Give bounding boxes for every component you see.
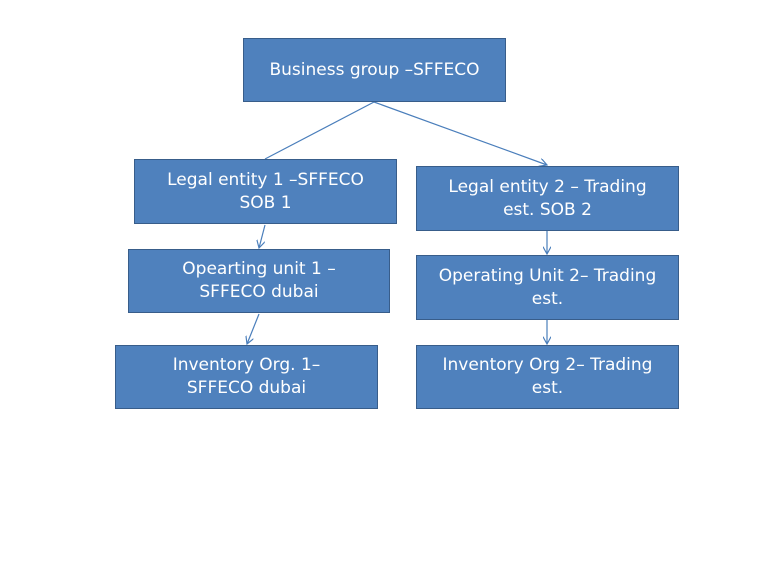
connector-ou1-to-io1 — [247, 313, 260, 344]
legal-entity-2-box: Legal entity 2 – Trading est. SOB 2 — [416, 166, 679, 231]
business-group-box: Business group –SFFECO — [243, 38, 506, 102]
connector-le1-to-ou1 — [259, 224, 266, 248]
inventory-org-2-box: Inventory Org 2– Trading est. — [416, 345, 679, 409]
connector-bg-to-le2 — [373, 101, 547, 165]
operating-unit-2-box: Operating Unit 2– Trading est. — [416, 255, 679, 320]
inventory-org-1-box: Inventory Org. 1– SFFECO dubai — [115, 345, 378, 409]
operating-unit-1-box: Opearting unit 1 – SFFECO dubai — [128, 249, 390, 313]
connector-bg-to-le1 — [264, 101, 375, 160]
legal-entity-1-box: Legal entity 1 –SFFECO SOB 1 — [134, 159, 397, 224]
